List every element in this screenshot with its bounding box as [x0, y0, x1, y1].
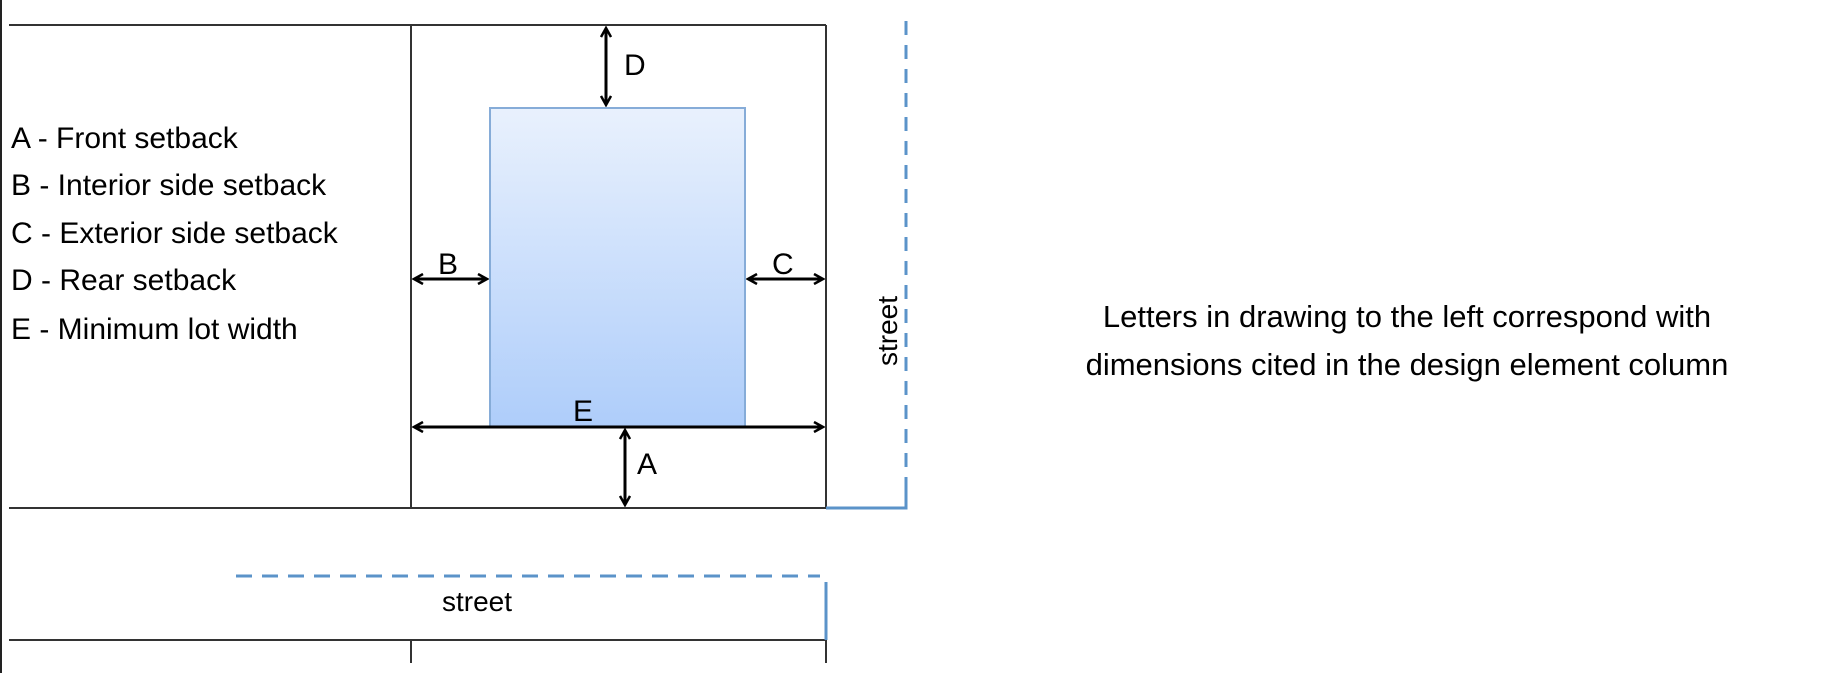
legend-item-c: C - Exterior side setback [11, 217, 339, 250]
front-street-label: street [442, 586, 512, 617]
legend: A - Front setback B - Interior side setb… [11, 122, 339, 346]
legend-item-a: A - Front setback [11, 122, 239, 155]
legend-item-e: E - Minimum lot width [11, 313, 298, 346]
legend-item-b: B - Interior side setback [11, 169, 327, 202]
building-footprint [489, 107, 746, 428]
street-lines [236, 21, 908, 640]
caption-line-1: Letters in drawing to the left correspon… [1103, 299, 1711, 334]
side-street-corner-line [826, 490, 908, 510]
caption-line-2: dimensions cited in the design element c… [1086, 347, 1729, 382]
dimension-label-e: E [573, 395, 593, 428]
legend-item-d: D - Rear setback [11, 264, 237, 297]
dimension-label-d: D [624, 49, 646, 82]
dimension-label-b: B [438, 248, 458, 281]
dimension-label-a: A [637, 448, 657, 481]
side-street-label: street [872, 296, 903, 366]
dimension-label-c: C [772, 248, 794, 281]
lot-lines [9, 24, 827, 663]
